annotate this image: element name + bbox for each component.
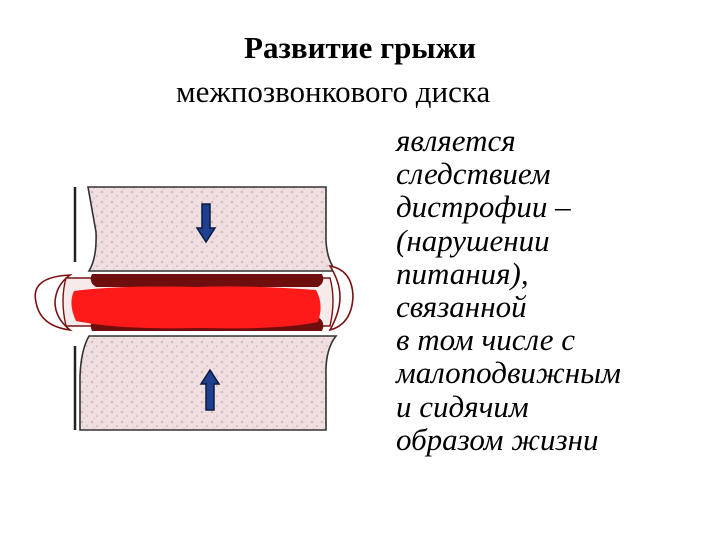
down-arrow-icon: [195, 203, 217, 244]
intervertebral-disc: [34, 264, 354, 332]
herniation-outline-right: [328, 264, 354, 332]
body-line: питания),: [396, 255, 529, 291]
body-line: является: [396, 123, 516, 158]
up-arrow-icon: [199, 368, 221, 411]
body-line: в том числе с: [396, 322, 576, 358]
body-line: дистрофии –: [396, 189, 571, 225]
slide-body-text: является следствием дистрофии – (нарушен…: [396, 124, 621, 456]
herniation-outline-left: [34, 274, 73, 332]
body-line: связанной: [396, 289, 527, 325]
body-line: малоподвижным: [396, 355, 621, 391]
body-line: и сидячим: [396, 388, 529, 424]
slide-subtitle: межпозвонкового диска: [176, 74, 491, 109]
slide-title: Развитие грыжи: [244, 30, 476, 65]
body-line: образом жизни: [396, 421, 599, 457]
herniated-disc-core: [71, 286, 321, 329]
body-line: (нарушении: [396, 222, 550, 258]
body-line: следствием: [396, 156, 551, 192]
